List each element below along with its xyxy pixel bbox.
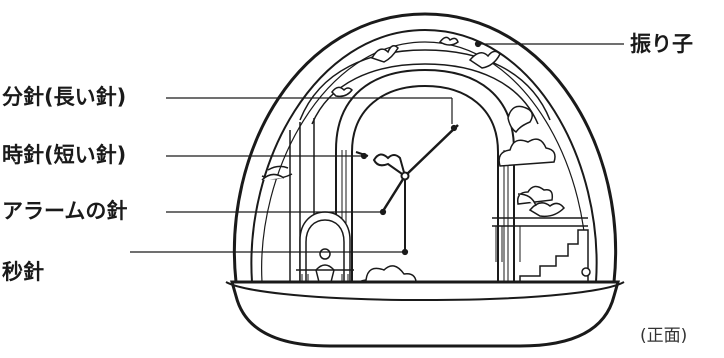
label-alarm-hand: アラームの針 (2, 201, 127, 222)
label-minute-hand: 分針(長い針) (2, 87, 126, 108)
dome-outer-frame (234, 14, 615, 282)
clock-base (232, 282, 618, 346)
hands-pivot (402, 173, 409, 180)
side-knob (582, 268, 590, 276)
label-pendulum: 振り子 (630, 34, 693, 55)
label-hour-hand: 時針(短い針) (2, 145, 126, 166)
label-second-hand: 秒針 (2, 262, 44, 283)
caption-front-view: (正面) (640, 328, 687, 345)
